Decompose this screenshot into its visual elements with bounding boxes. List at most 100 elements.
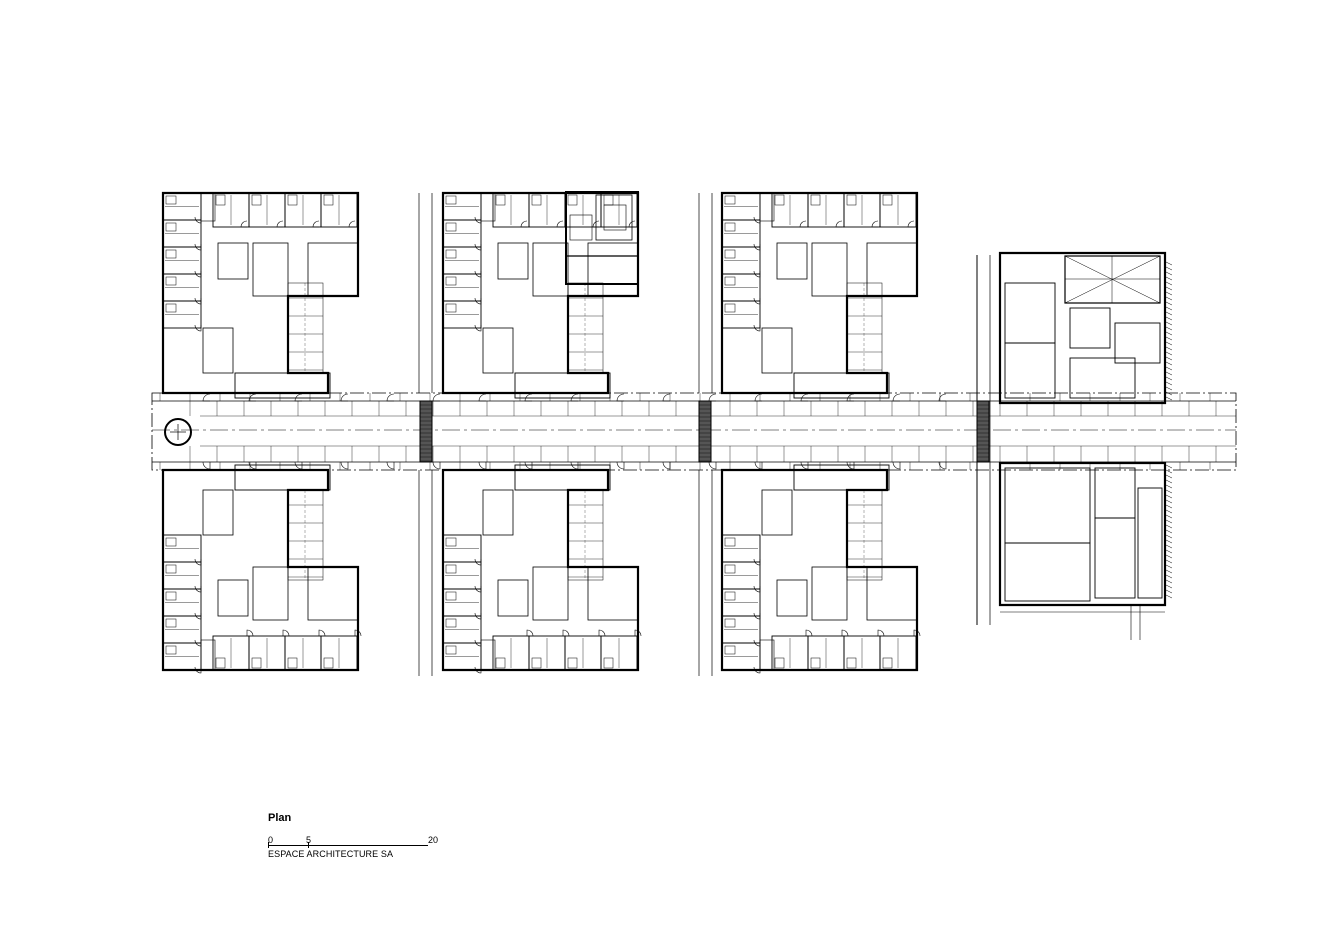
scale-label-20: 20: [428, 835, 439, 845]
door-swing: [294, 393, 303, 402]
lounge: [252, 566, 289, 621]
planting: [1165, 301, 1173, 306]
planting: [1165, 504, 1173, 509]
nurse-station: [307, 242, 359, 297]
planting: [1165, 286, 1173, 291]
door-swing: [194, 666, 202, 674]
door-swing: [753, 270, 761, 278]
door-swing: [753, 639, 761, 647]
lounge: [811, 242, 848, 297]
door-swing: [753, 216, 761, 224]
bathroom: [846, 194, 857, 206]
door-swing: [194, 612, 202, 620]
bathroom: [445, 564, 457, 574]
door-swing: [194, 243, 202, 251]
planting: [1165, 376, 1173, 381]
door-swing: [354, 629, 362, 637]
door-swing: [753, 324, 761, 332]
door-swing: [240, 220, 248, 228]
bathroom: [774, 194, 785, 206]
bathroom: [287, 194, 298, 206]
scale-bar: [268, 845, 428, 846]
door-swing: [474, 324, 482, 332]
bedroom: [320, 635, 358, 671]
bathroom: [567, 657, 578, 669]
dining-room: [793, 372, 890, 399]
door-swing: [432, 393, 441, 402]
door-swing: [805, 629, 813, 637]
stair-block: [419, 400, 433, 463]
planting: [1165, 361, 1173, 366]
admin-block-south: [998, 461, 1167, 607]
door-swing: [938, 393, 947, 402]
bathroom: [287, 657, 298, 669]
door-swing: [708, 461, 717, 470]
bathroom: [846, 657, 857, 669]
planting: [1165, 391, 1173, 396]
nurse-station: [307, 566, 359, 621]
bathroom: [445, 276, 457, 286]
planting: [1165, 569, 1173, 574]
meeting-room: [1004, 467, 1091, 544]
planting: [1165, 386, 1173, 391]
courtyard-walkway: [287, 282, 324, 374]
planting: [1165, 336, 1173, 341]
bathroom: [724, 537, 736, 547]
bathroom: [724, 276, 736, 286]
door-swing: [562, 629, 570, 637]
bathroom: [445, 222, 457, 232]
planting: [1165, 524, 1173, 529]
bathroom: [724, 645, 736, 655]
bathroom: [165, 591, 177, 601]
stair-core: [759, 639, 775, 671]
day-room: [761, 327, 793, 374]
door-swing: [708, 393, 717, 402]
scale-label-0: 0: [268, 835, 274, 845]
door-swing: [474, 612, 482, 620]
door-swings: [194, 216, 947, 674]
bathroom: [215, 194, 226, 206]
door-swing: [386, 393, 395, 402]
door-swing: [386, 461, 395, 470]
bathroom: [323, 657, 334, 669]
door-swing: [662, 461, 671, 470]
corridor-outline: [151, 392, 1237, 471]
service-room: [497, 579, 529, 617]
bedroom: [600, 635, 638, 671]
door-swing: [194, 639, 202, 647]
planting: [1165, 316, 1173, 321]
door-swing: [592, 220, 600, 228]
bathroom: [724, 195, 736, 205]
planting: [1165, 539, 1173, 544]
door-swing: [835, 220, 843, 228]
planting: [1165, 554, 1173, 559]
door-swing: [877, 629, 885, 637]
scale-tick: [268, 842, 269, 848]
bathroom: [603, 194, 614, 206]
bathroom: [774, 657, 785, 669]
bathroom: [251, 194, 262, 206]
door-swing: [474, 270, 482, 278]
door-swing: [282, 629, 290, 637]
stair-core: [480, 639, 496, 671]
bathroom: [165, 249, 177, 259]
bedroom: [442, 300, 482, 329]
bathroom: [165, 222, 177, 232]
door-swing: [634, 629, 642, 637]
meeting-room: [1004, 542, 1091, 602]
door-swing: [194, 216, 202, 224]
bathroom: [165, 303, 177, 313]
bathroom: [882, 657, 893, 669]
door-swing: [348, 220, 356, 228]
planting: [1165, 351, 1173, 356]
door-swing: [598, 629, 606, 637]
nurse-station: [866, 566, 918, 621]
door-swing: [474, 639, 482, 647]
door-swing: [913, 629, 921, 637]
planting: [1165, 261, 1173, 266]
bathroom: [165, 564, 177, 574]
door-swing: [753, 243, 761, 251]
door-swing: [474, 666, 482, 674]
office: [1114, 322, 1161, 364]
bathroom: [165, 195, 177, 205]
